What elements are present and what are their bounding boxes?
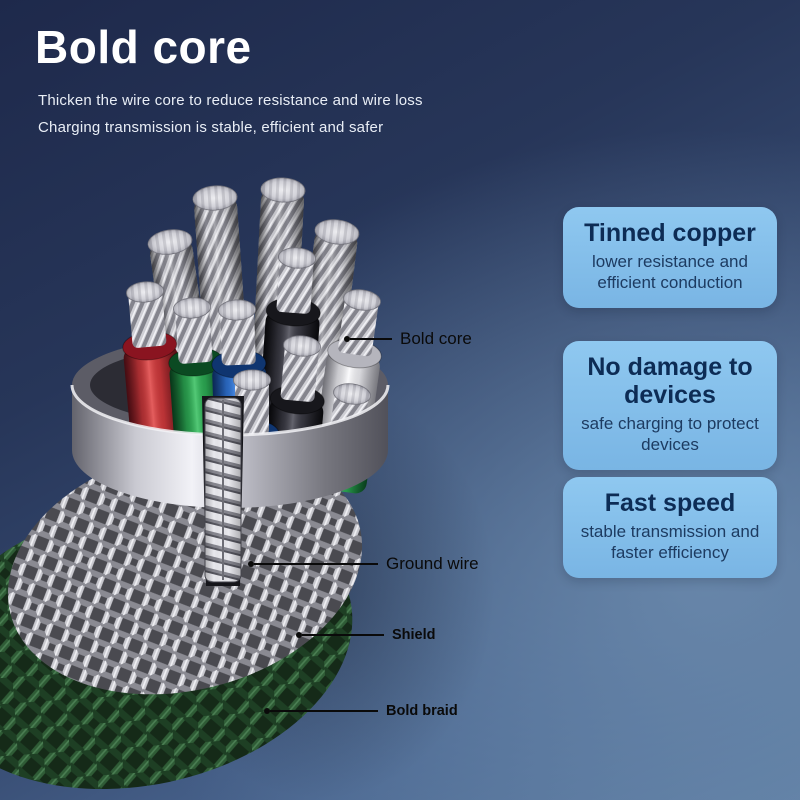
feature-badge-fast-speed: Fast speed stable transmission and faste… bbox=[563, 477, 777, 578]
callout-bold-core: Bold core bbox=[344, 329, 472, 349]
callout-line bbox=[302, 634, 384, 636]
callout-label: Shield bbox=[392, 627, 436, 643]
callout-line bbox=[270, 710, 378, 712]
badge-description: stable transmission and faster efficienc… bbox=[580, 522, 760, 563]
callout-bold-braid: Bold braid bbox=[264, 703, 458, 719]
callout-label: Ground wire bbox=[386, 554, 479, 573]
callout-line bbox=[254, 563, 378, 565]
feature-badge-tinned-copper: Tinned copper lower resistance and effic… bbox=[563, 207, 777, 308]
badge-description: safe charging to protect devices bbox=[581, 414, 759, 455]
shield-braid bbox=[7, 445, 363, 695]
callout-label: Bold core bbox=[400, 329, 472, 348]
feature-badge-no-damage: No damage to devices safe charging to pr… bbox=[563, 341, 777, 470]
badge-title: No damage to devices bbox=[587, 353, 753, 409]
callout-shield: Shield bbox=[296, 627, 436, 643]
subtitle-line-2: Charging transmission is stable, efficie… bbox=[38, 119, 384, 136]
page-title: Bold core bbox=[35, 21, 252, 73]
callout-ground-wire: Ground wire bbox=[248, 554, 479, 574]
callout-line bbox=[350, 338, 392, 340]
callout-dot bbox=[264, 708, 270, 714]
callout-dot bbox=[296, 632, 302, 638]
badge-title: Tinned copper bbox=[584, 219, 756, 247]
ground-wire bbox=[202, 396, 244, 586]
cable-cross-section-illustration bbox=[0, 177, 500, 800]
subtitle-line-1: Thicken the wire core to reduce resistan… bbox=[38, 92, 423, 109]
callout-dot bbox=[344, 336, 350, 342]
callout-label: Bold braid bbox=[386, 703, 458, 719]
callout-dot bbox=[248, 561, 254, 567]
badge-title: Fast speed bbox=[604, 489, 736, 517]
badge-description: lower resistance and efficient conductio… bbox=[592, 252, 748, 293]
